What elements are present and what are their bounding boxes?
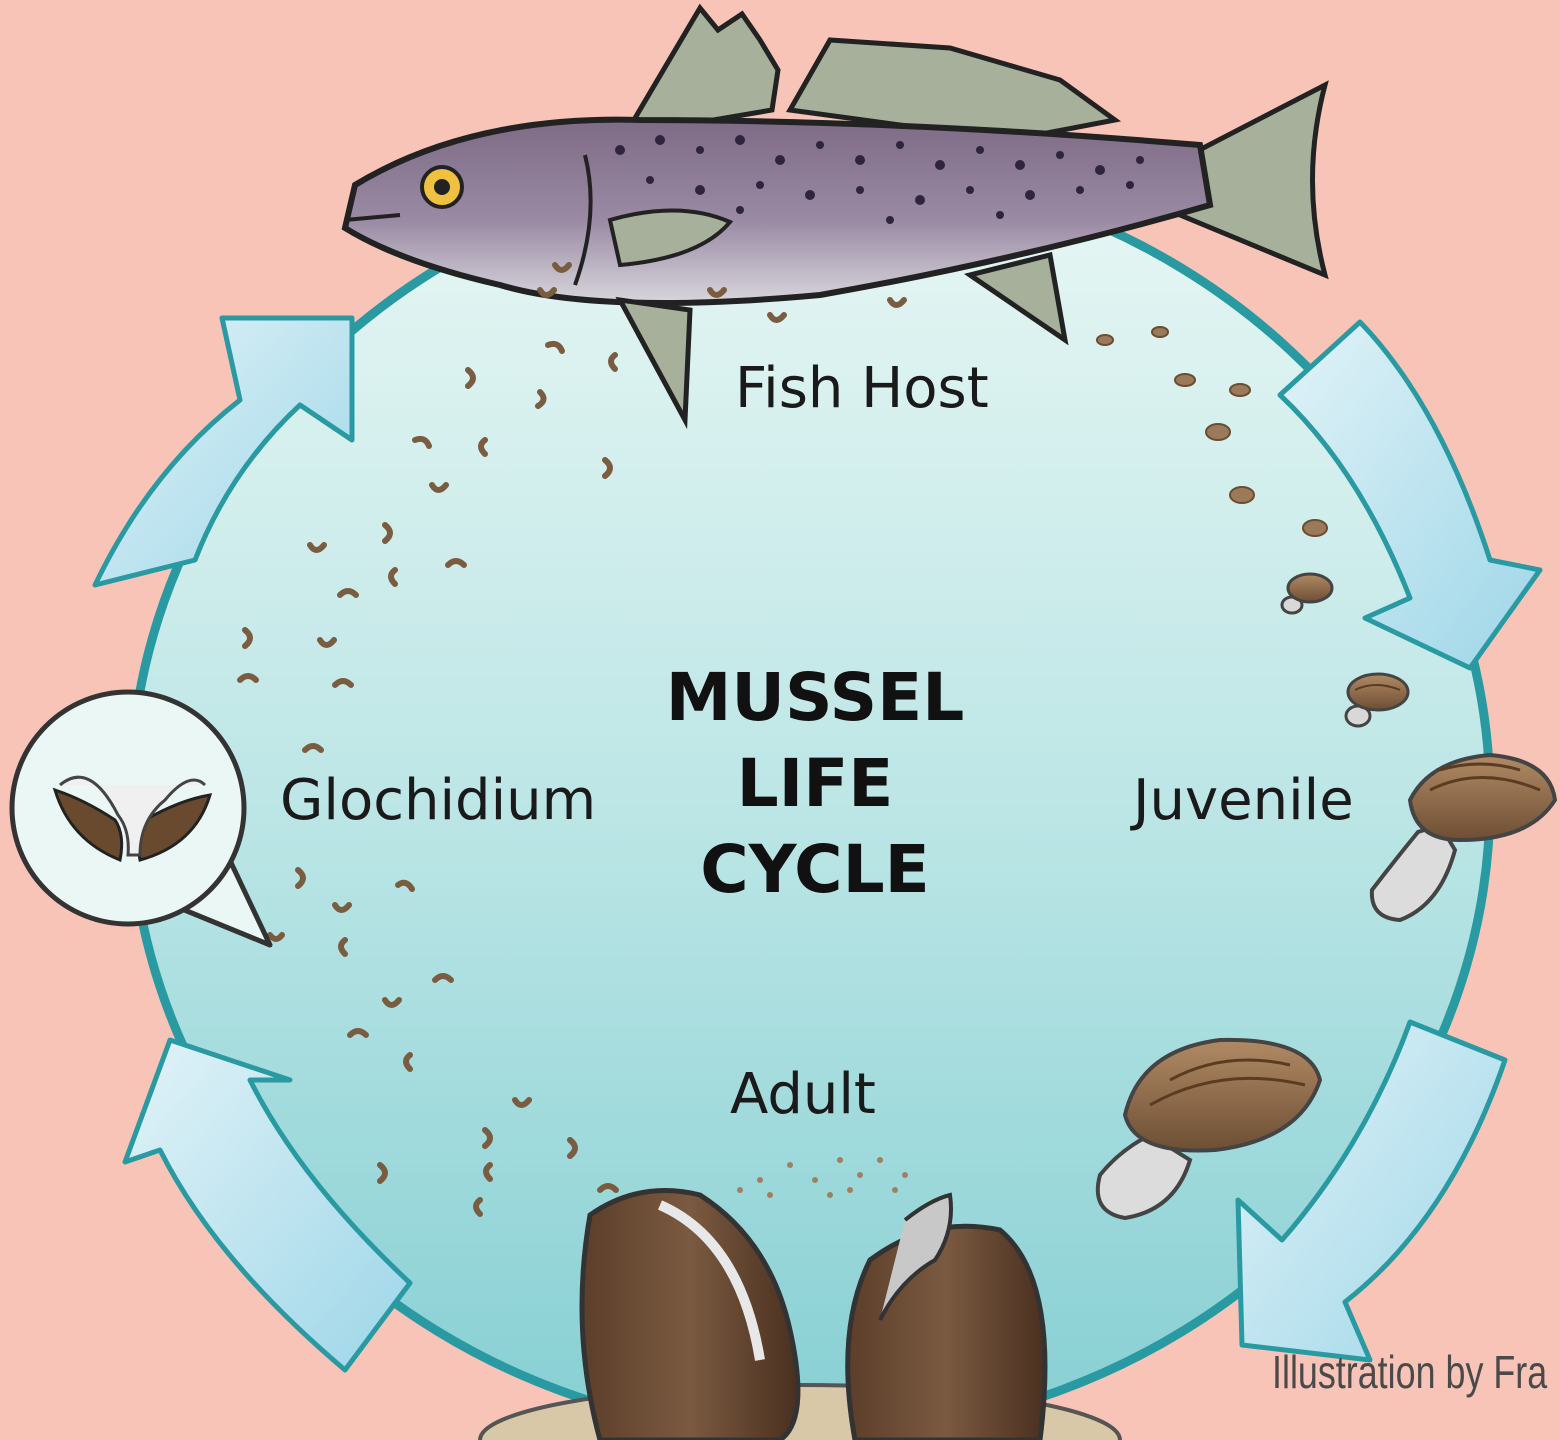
- title-line-1: MUSSEL: [590, 655, 1040, 741]
- illustration-credit: Illustration by Fra: [1272, 1345, 1547, 1399]
- stage-label-fish-host: Fish Host: [735, 356, 989, 421]
- diagram-title: MUSSEL LIFE CYCLE: [590, 655, 1040, 913]
- title-line-3: CYCLE: [590, 827, 1040, 913]
- stage-label-adult: Adult: [730, 1062, 876, 1127]
- title-line-2: LIFE: [590, 741, 1040, 827]
- stage-label-glochidium: Glochidium: [280, 768, 596, 833]
- stage-label-juvenile: Juvenile: [1133, 768, 1354, 833]
